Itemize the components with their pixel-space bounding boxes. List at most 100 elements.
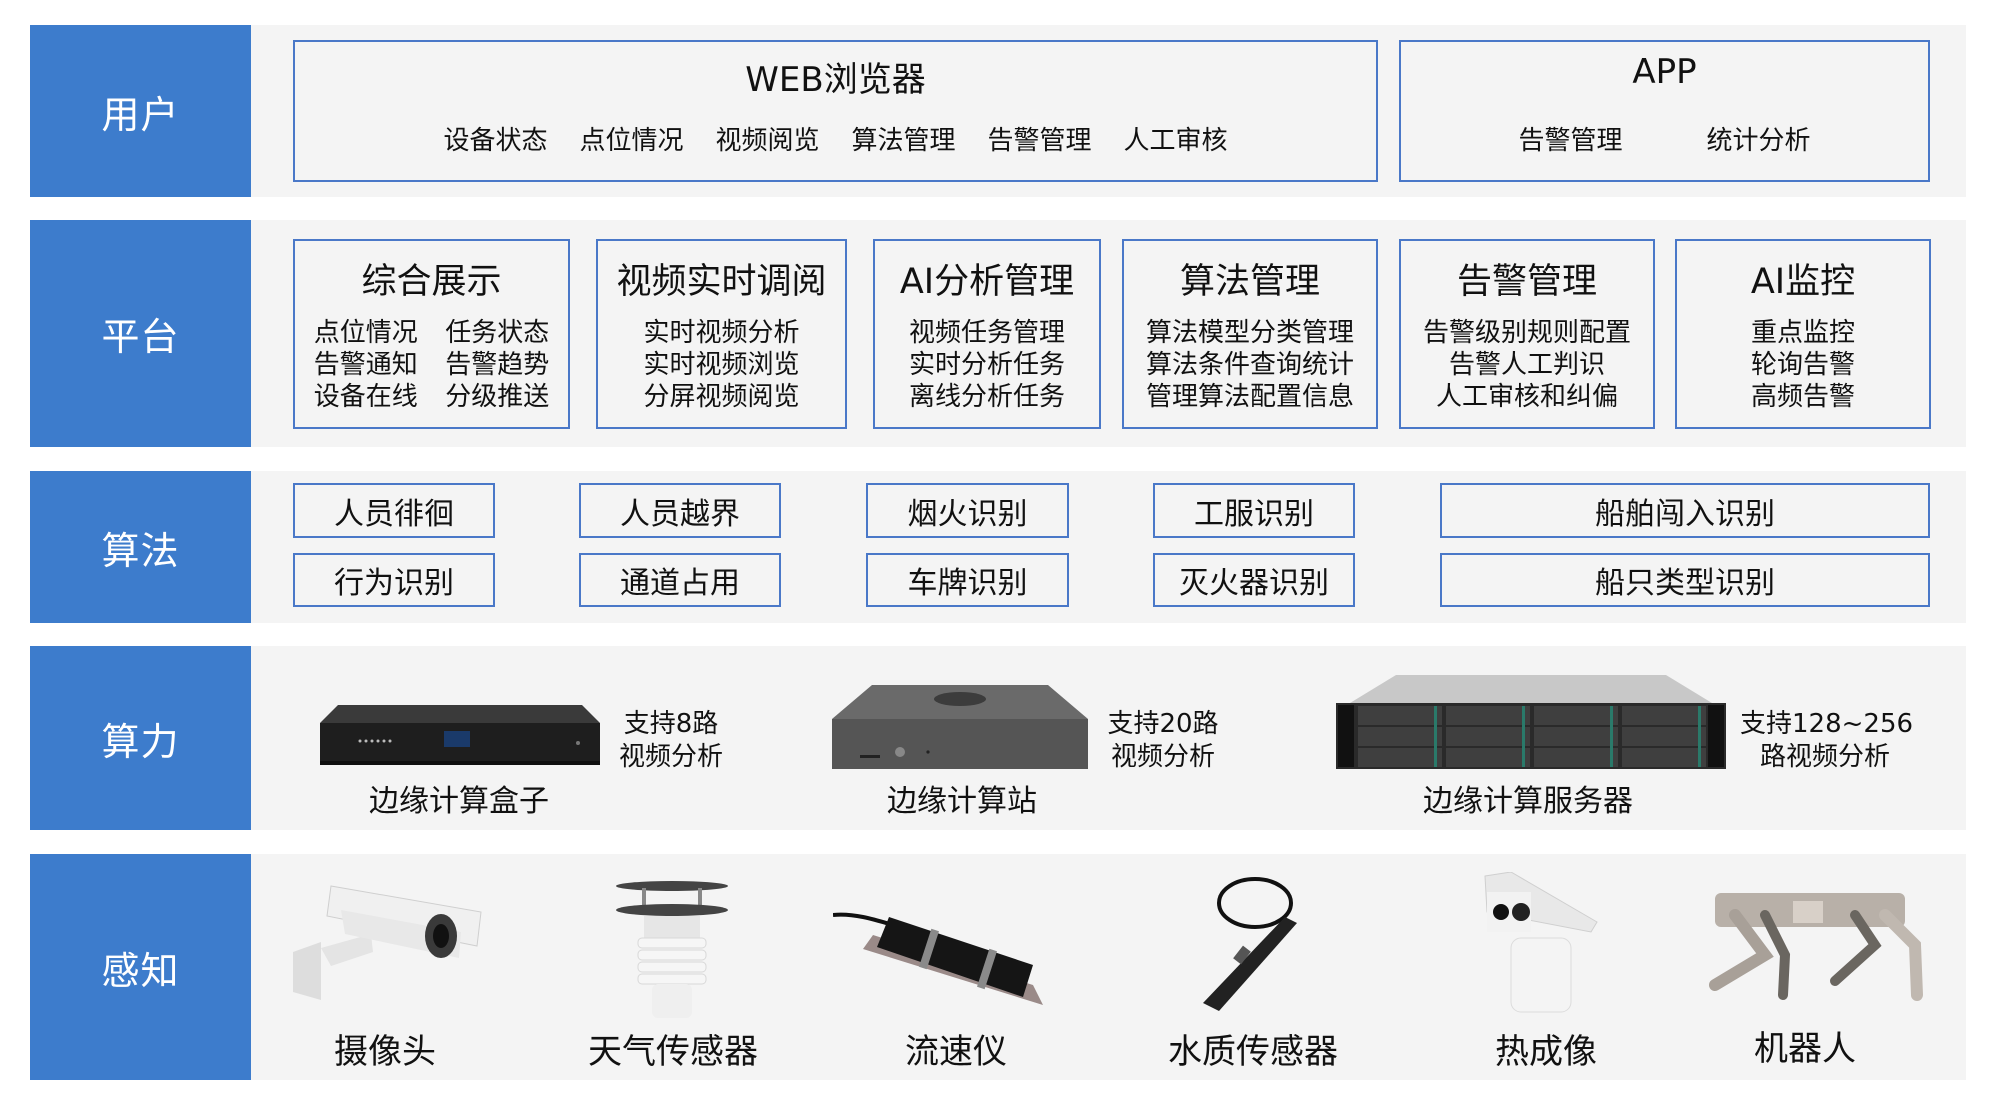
web-browser-box: WEB浏览器 设备状态 点位情况 视频阅览 算法管理 告警管理 人工审核 bbox=[293, 40, 1378, 182]
module-item: 视频任务管理 bbox=[908, 318, 1065, 348]
device-caption-camera: 摄像头 bbox=[334, 1032, 436, 1072]
device-caption-weather-sensor: 天气传感器 bbox=[588, 1032, 758, 1072]
module-items: 点位情况 任务状态 告警通知 告警趋势 设备在线 分级推送 bbox=[309, 317, 554, 413]
device-caption-robot: 机器人 bbox=[1754, 1029, 1856, 1069]
app-item: 告警管理 bbox=[1518, 126, 1623, 156]
app-items: 告警管理 统计分析 bbox=[1401, 120, 1928, 157]
algorithm-item-label: 车牌识别 bbox=[907, 566, 1028, 601]
edge-station-spec: 支持20路 视频分析 bbox=[1098, 708, 1228, 774]
module-title: 算法管理 bbox=[1179, 262, 1320, 302]
app-box: APP 告警管理 统计分析 bbox=[1399, 40, 1930, 182]
flow-meter-image bbox=[833, 912, 1043, 1005]
compute-layer-label-text: 算力 bbox=[101, 719, 180, 764]
module-items: 视频任务管理 实时分析任务 离线分析任务 bbox=[875, 317, 1099, 413]
camera-image bbox=[293, 885, 482, 1000]
platform-module-ai-analysis: AI分析管理 视频任务管理 实时分析任务 离线分析任务 bbox=[873, 239, 1101, 429]
module-title: 视频实时调阅 bbox=[616, 262, 827, 302]
module-item: 告警人工判识 bbox=[1448, 350, 1605, 380]
spec-line: 支持20路 bbox=[1107, 709, 1219, 739]
module-item: 告警级别规则配置 bbox=[1422, 318, 1631, 348]
spec-line: 视频分析 bbox=[1110, 742, 1215, 772]
algorithm-item-label: 人员越界 bbox=[620, 496, 740, 532]
web-item: 点位情况 bbox=[579, 126, 684, 156]
platform-module-video: 视频实时调阅 实时视频分析 实时视频浏览 分屏视频阅览 bbox=[596, 239, 847, 429]
algorithm-item-label: 灭火器识别 bbox=[1179, 566, 1329, 601]
algorithm-item-label: 烟火识别 bbox=[907, 496, 1028, 532]
app-item: 统计分析 bbox=[1706, 126, 1811, 156]
algorithm-item-label: 船舶闯入识别 bbox=[1595, 496, 1775, 532]
platform-module-overview: 综合展示 点位情况 任务状态 告警通知 告警趋势 设备在线 分级推送 bbox=[293, 239, 570, 429]
module-item: 算法模型分类管理 bbox=[1145, 318, 1354, 348]
algorithm-item-label: 人员徘徊 bbox=[334, 496, 454, 532]
algorithm-layer-label: 算法 bbox=[30, 471, 251, 623]
edge-server-image bbox=[1336, 675, 1726, 769]
module-title: AI监控 bbox=[1750, 262, 1856, 302]
platform-module-alarm: 告警管理 告警级别规则配置 告警人工判识 人工审核和纠偏 bbox=[1399, 239, 1655, 429]
module-item: 实时视频浏览 bbox=[643, 350, 800, 380]
web-browser-items: 设备状态 点位情况 视频阅览 算法管理 告警管理 人工审核 bbox=[295, 120, 1376, 157]
user-layer-label: 用户 bbox=[30, 25, 251, 197]
algorithm-item-label: 工服识别 bbox=[1194, 496, 1314, 532]
web-item: 人工审核 bbox=[1123, 126, 1228, 156]
module-item: 告警通知 bbox=[313, 350, 418, 380]
web-item: 算法管理 bbox=[851, 126, 956, 156]
algorithm-item: 船舶闯入识别 bbox=[1440, 483, 1930, 538]
module-item: 重点监控 bbox=[1750, 318, 1855, 348]
weather-sensor-image bbox=[616, 881, 728, 1018]
edge-box-image bbox=[320, 705, 600, 765]
robot-dog-image bbox=[1709, 893, 1923, 1001]
platform-module-ai-monitor: AI监控 重点监控 轮询告警 高频告警 bbox=[1675, 239, 1931, 429]
module-items: 重点监控 轮询告警 高频告警 bbox=[1677, 317, 1929, 413]
module-item: 设备在线 bbox=[313, 382, 418, 412]
thermal-camera-image bbox=[1484, 872, 1598, 1013]
device-caption-water-sensor: 水质传感器 bbox=[1168, 1032, 1338, 1072]
edge-server-spec: 支持128~256 路视频分析 bbox=[1740, 708, 1913, 774]
module-item: 分级推送 bbox=[445, 382, 550, 412]
module-items: 告警级别规则配置 告警人工判识 人工审核和纠偏 bbox=[1401, 317, 1653, 413]
module-items: 实时视频分析 实时视频浏览 分屏视频阅览 bbox=[598, 317, 845, 413]
algorithm-item-label: 船只类型识别 bbox=[1595, 566, 1775, 601]
edge-station-image bbox=[832, 685, 1088, 769]
module-item: 人工审核和纠偏 bbox=[1435, 382, 1618, 412]
module-item: 离线分析任务 bbox=[908, 382, 1065, 412]
web-item: 视频阅览 bbox=[715, 126, 820, 156]
algorithm-item: 通道占用 bbox=[579, 553, 781, 607]
compute-layer-label: 算力 bbox=[30, 646, 251, 830]
algorithm-item: 船只类型识别 bbox=[1440, 553, 1930, 607]
module-item: 算法条件查询统计 bbox=[1145, 350, 1354, 380]
water-sensor-image bbox=[1203, 877, 1297, 1011]
module-title: 综合展示 bbox=[361, 262, 502, 302]
edge-box-caption: 边缘计算盒子 bbox=[369, 784, 549, 819]
algorithm-item: 灭火器识别 bbox=[1153, 553, 1355, 607]
algorithm-item: 烟火识别 bbox=[866, 483, 1069, 538]
module-item: 实时视频分析 bbox=[643, 318, 800, 348]
perception-layer-label-text: 感知 bbox=[101, 948, 180, 993]
algorithm-item: 车牌识别 bbox=[866, 553, 1069, 607]
spec-line: 支持8路 bbox=[623, 709, 719, 739]
algorithm-item: 行为识别 bbox=[293, 553, 495, 607]
algorithm-item-label: 通道占用 bbox=[620, 566, 740, 601]
module-item: 轮询告警 bbox=[1750, 350, 1855, 380]
algorithm-item-label: 行为识别 bbox=[334, 566, 454, 601]
module-item: 告警趋势 bbox=[445, 350, 550, 380]
algorithm-item: 人员徘徊 bbox=[293, 483, 495, 538]
module-item: 高频告警 bbox=[1750, 382, 1855, 412]
module-title: 告警管理 bbox=[1456, 262, 1597, 302]
edge-station-caption: 边缘计算站 bbox=[887, 784, 1037, 819]
algorithm-item: 工服识别 bbox=[1153, 483, 1355, 538]
algorithm-layer-label-text: 算法 bbox=[101, 528, 180, 573]
module-item: 点位情况 bbox=[313, 318, 418, 348]
perception-layer-panel bbox=[251, 854, 1966, 1080]
app-title: APP bbox=[1632, 52, 1697, 92]
module-title: AI分析管理 bbox=[899, 262, 1075, 302]
perception-layer-label: 感知 bbox=[30, 854, 251, 1080]
spec-line: 视频分析 bbox=[618, 742, 723, 772]
platform-layer-label-text: 平台 bbox=[101, 315, 180, 359]
edge-box-spec: 支持8路 视频分析 bbox=[611, 708, 731, 774]
edge-server-caption: 边缘计算服务器 bbox=[1423, 784, 1633, 819]
device-caption-flow-meter: 流速仪 bbox=[905, 1032, 1007, 1072]
web-browser-title: WEB浏览器 bbox=[745, 60, 926, 100]
web-item: 设备状态 bbox=[443, 126, 548, 156]
module-item: 实时分析任务 bbox=[908, 350, 1065, 380]
spec-line: 路视频分析 bbox=[1759, 742, 1890, 772]
